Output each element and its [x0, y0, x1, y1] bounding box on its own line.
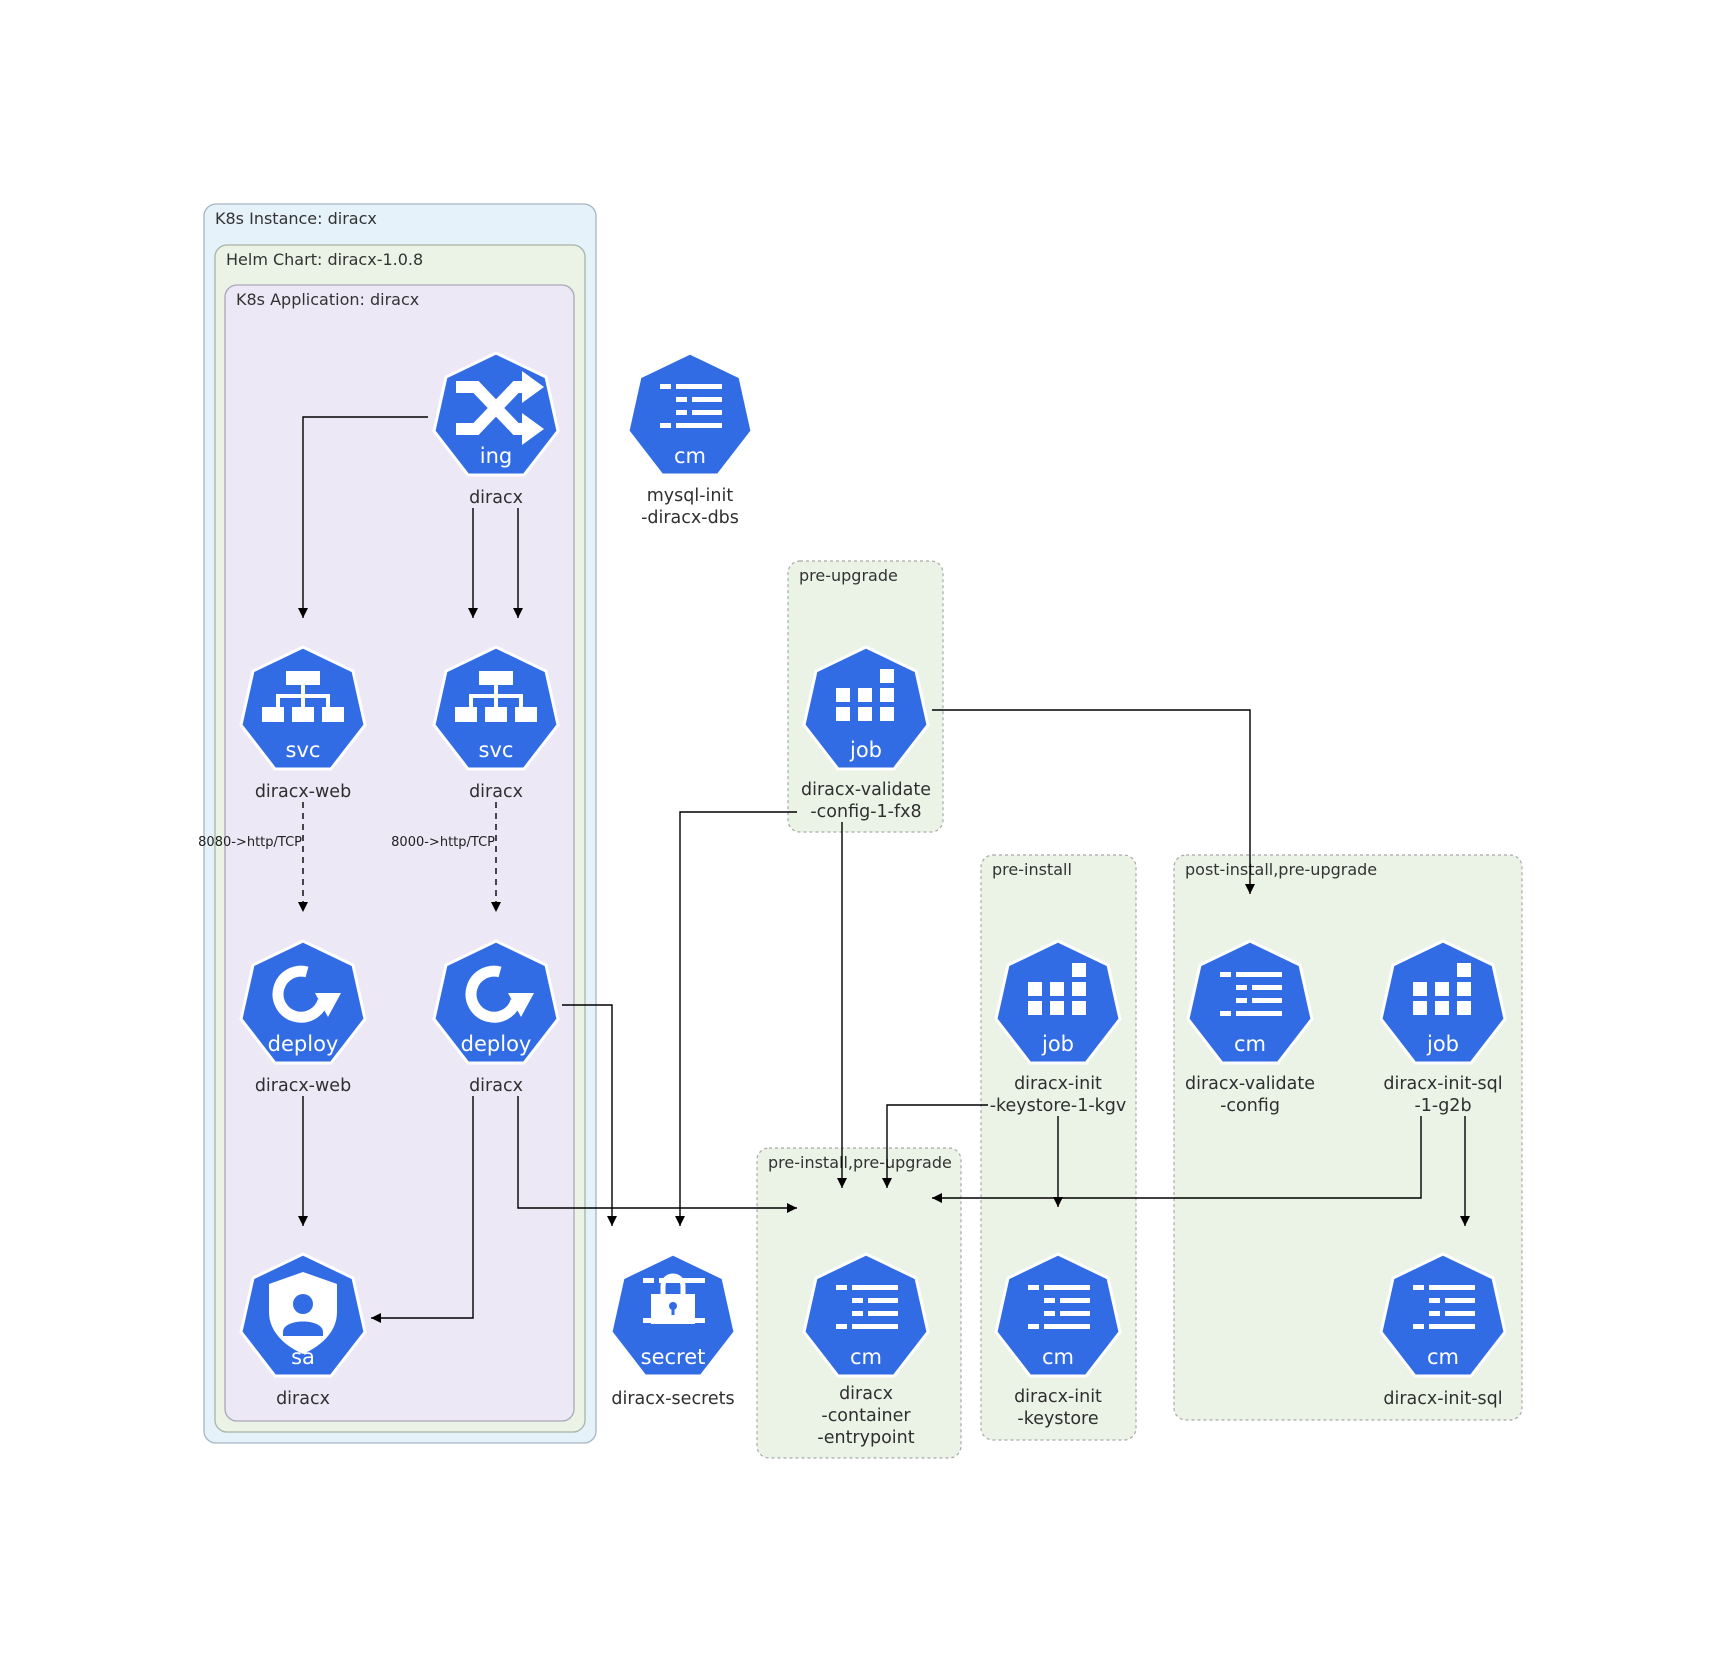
node-kind-label: job: [1426, 1032, 1459, 1056]
job-node-diracx-init-keystore[interactable]: job: [994, 939, 1122, 1065]
serviceaccount-node-diracx[interactable]: sa: [239, 1252, 367, 1378]
node-kind-label: svc: [479, 738, 514, 762]
node-name-job-keystore-line1: diracx-init: [1014, 1074, 1102, 1094]
job-node-diracx-init-sql[interactable]: job: [1379, 939, 1507, 1065]
cluster-label-pre-upgrade: pre-upgrade: [799, 566, 898, 585]
edge-label-8000: 8000->http/TCP: [391, 835, 495, 850]
node-name-svc-diracx: diracx: [469, 782, 523, 802]
node-kind-label: svc: [286, 738, 321, 762]
node-name-ing: diracx: [469, 488, 523, 508]
cluster-k8s-application: K8s Application: diracx: [224, 284, 575, 1422]
job-node-diracx-validate-config[interactable]: job: [802, 645, 930, 771]
edge-ing-to-svc-web: [298, 416, 428, 618]
node-name-job-initsql-line2: -1-g2b: [1414, 1096, 1471, 1116]
cluster-label-post-install-pre-upgrade: post-install,pre-upgrade: [1185, 860, 1377, 879]
node-name-cm-keystore-line2: -keystore: [1017, 1409, 1098, 1429]
node-name-cm-mysql-line1: mysql-init: [647, 486, 734, 506]
cluster-label-k8s-instance: K8s Instance: diracx: [215, 209, 377, 228]
node-kind-label: deploy: [461, 1032, 532, 1056]
node-name-cm-mysql-line2: -diracx-dbs: [641, 508, 739, 528]
node-name-cm-keystore-line1: diracx-init: [1014, 1387, 1102, 1407]
node-kind-label: secret: [641, 1345, 706, 1369]
edge-job-initsql-to-cm-entrypoint: [932, 1116, 1422, 1203]
secret-node-diracx-secrets[interactable]: secret: [609, 1252, 737, 1378]
node-kind-label: cm: [674, 444, 706, 468]
node-name-secret: diracx-secrets: [611, 1389, 734, 1409]
edge-deploy-diracx-to-secret: [562, 1004, 617, 1226]
node-name-deploy-web: diracx-web: [255, 1076, 351, 1096]
node-name-cm-initsql: diracx-init-sql: [1383, 1389, 1502, 1409]
edge-job-keystore-to-cm-entrypoint: [882, 1104, 988, 1188]
deployment-node-diracx-web[interactable]: deploy: [239, 939, 367, 1065]
cluster-label-pre-install: pre-install: [992, 860, 1072, 879]
service-node-diracx[interactable]: svc: [432, 645, 560, 771]
deployment-node-diracx[interactable]: deploy: [432, 939, 560, 1065]
configmap-node-diracx-container-entrypoint[interactable]: cm: [802, 1252, 930, 1378]
node-kind-label: job: [1041, 1032, 1074, 1056]
node-name-job-validate-line1: diracx-validate: [801, 780, 931, 800]
cluster-label-pre-install-pre-upgrade: pre-install,pre-upgrade: [768, 1153, 952, 1172]
edges: 8080->http/TCP 8000->http/TCP: [198, 416, 1470, 1323]
edge-job-validate-to-secret: [675, 811, 797, 1226]
configmap-node-mysql-init-diracx-dbs[interactable]: cm: [626, 351, 754, 477]
node-name-cm-validate-line1: diracx-validate: [1185, 1074, 1315, 1094]
node-name-cm-entrypoint-line2: -container: [821, 1406, 911, 1426]
node-kind-label: cm: [1234, 1032, 1266, 1056]
node-name-job-initsql-line1: diracx-init-sql: [1383, 1074, 1502, 1094]
node-kind-label: cm: [850, 1345, 882, 1369]
edge-deploy-diracx-to-cm-entrypoint: [517, 1096, 797, 1213]
node-name-cm-entrypoint-line1: diracx: [839, 1384, 893, 1404]
node-name-cm-entrypoint-line3: -entrypoint: [817, 1428, 914, 1448]
edge-deploy-diracx-to-sa: [371, 1096, 474, 1323]
node-name-job-validate-line2: -config-1-fx8: [810, 802, 921, 822]
node-kind-label: cm: [1427, 1345, 1459, 1369]
node-name-sa: diracx: [276, 1389, 330, 1409]
node-kind-label: job: [849, 738, 882, 762]
node-kind-label: sa: [291, 1345, 315, 1369]
node-kind-label: cm: [1042, 1345, 1074, 1369]
configmap-node-diracx-init-keystore[interactable]: cm: [994, 1252, 1122, 1378]
cluster-label-k8s-application: K8s Application: diracx: [236, 290, 419, 309]
configmap-node-diracx-init-sql[interactable]: cm: [1379, 1252, 1507, 1378]
edge-job-validate-to-cm-validate: [932, 709, 1255, 894]
service-node-diracx-web[interactable]: svc: [239, 645, 367, 771]
node-name-deploy-diracx: diracx: [469, 1076, 523, 1096]
edge-label-8080: 8080->http/TCP: [198, 835, 302, 850]
node-name-svc-web: diracx-web: [255, 782, 351, 802]
node-kind-label: deploy: [268, 1032, 339, 1056]
node-kind-label: ing: [480, 444, 512, 468]
node-name-cm-validate-line2: -config: [1220, 1096, 1280, 1116]
cluster-label-helm-chart: Helm Chart: diracx-1.0.8: [226, 250, 423, 269]
node-name-job-keystore-line2: -keystore-1-kgv: [990, 1096, 1127, 1116]
ingress-node-diracx[interactable]: ing: [432, 351, 560, 477]
configmap-node-diracx-validate-config[interactable]: cm: [1186, 939, 1314, 1065]
